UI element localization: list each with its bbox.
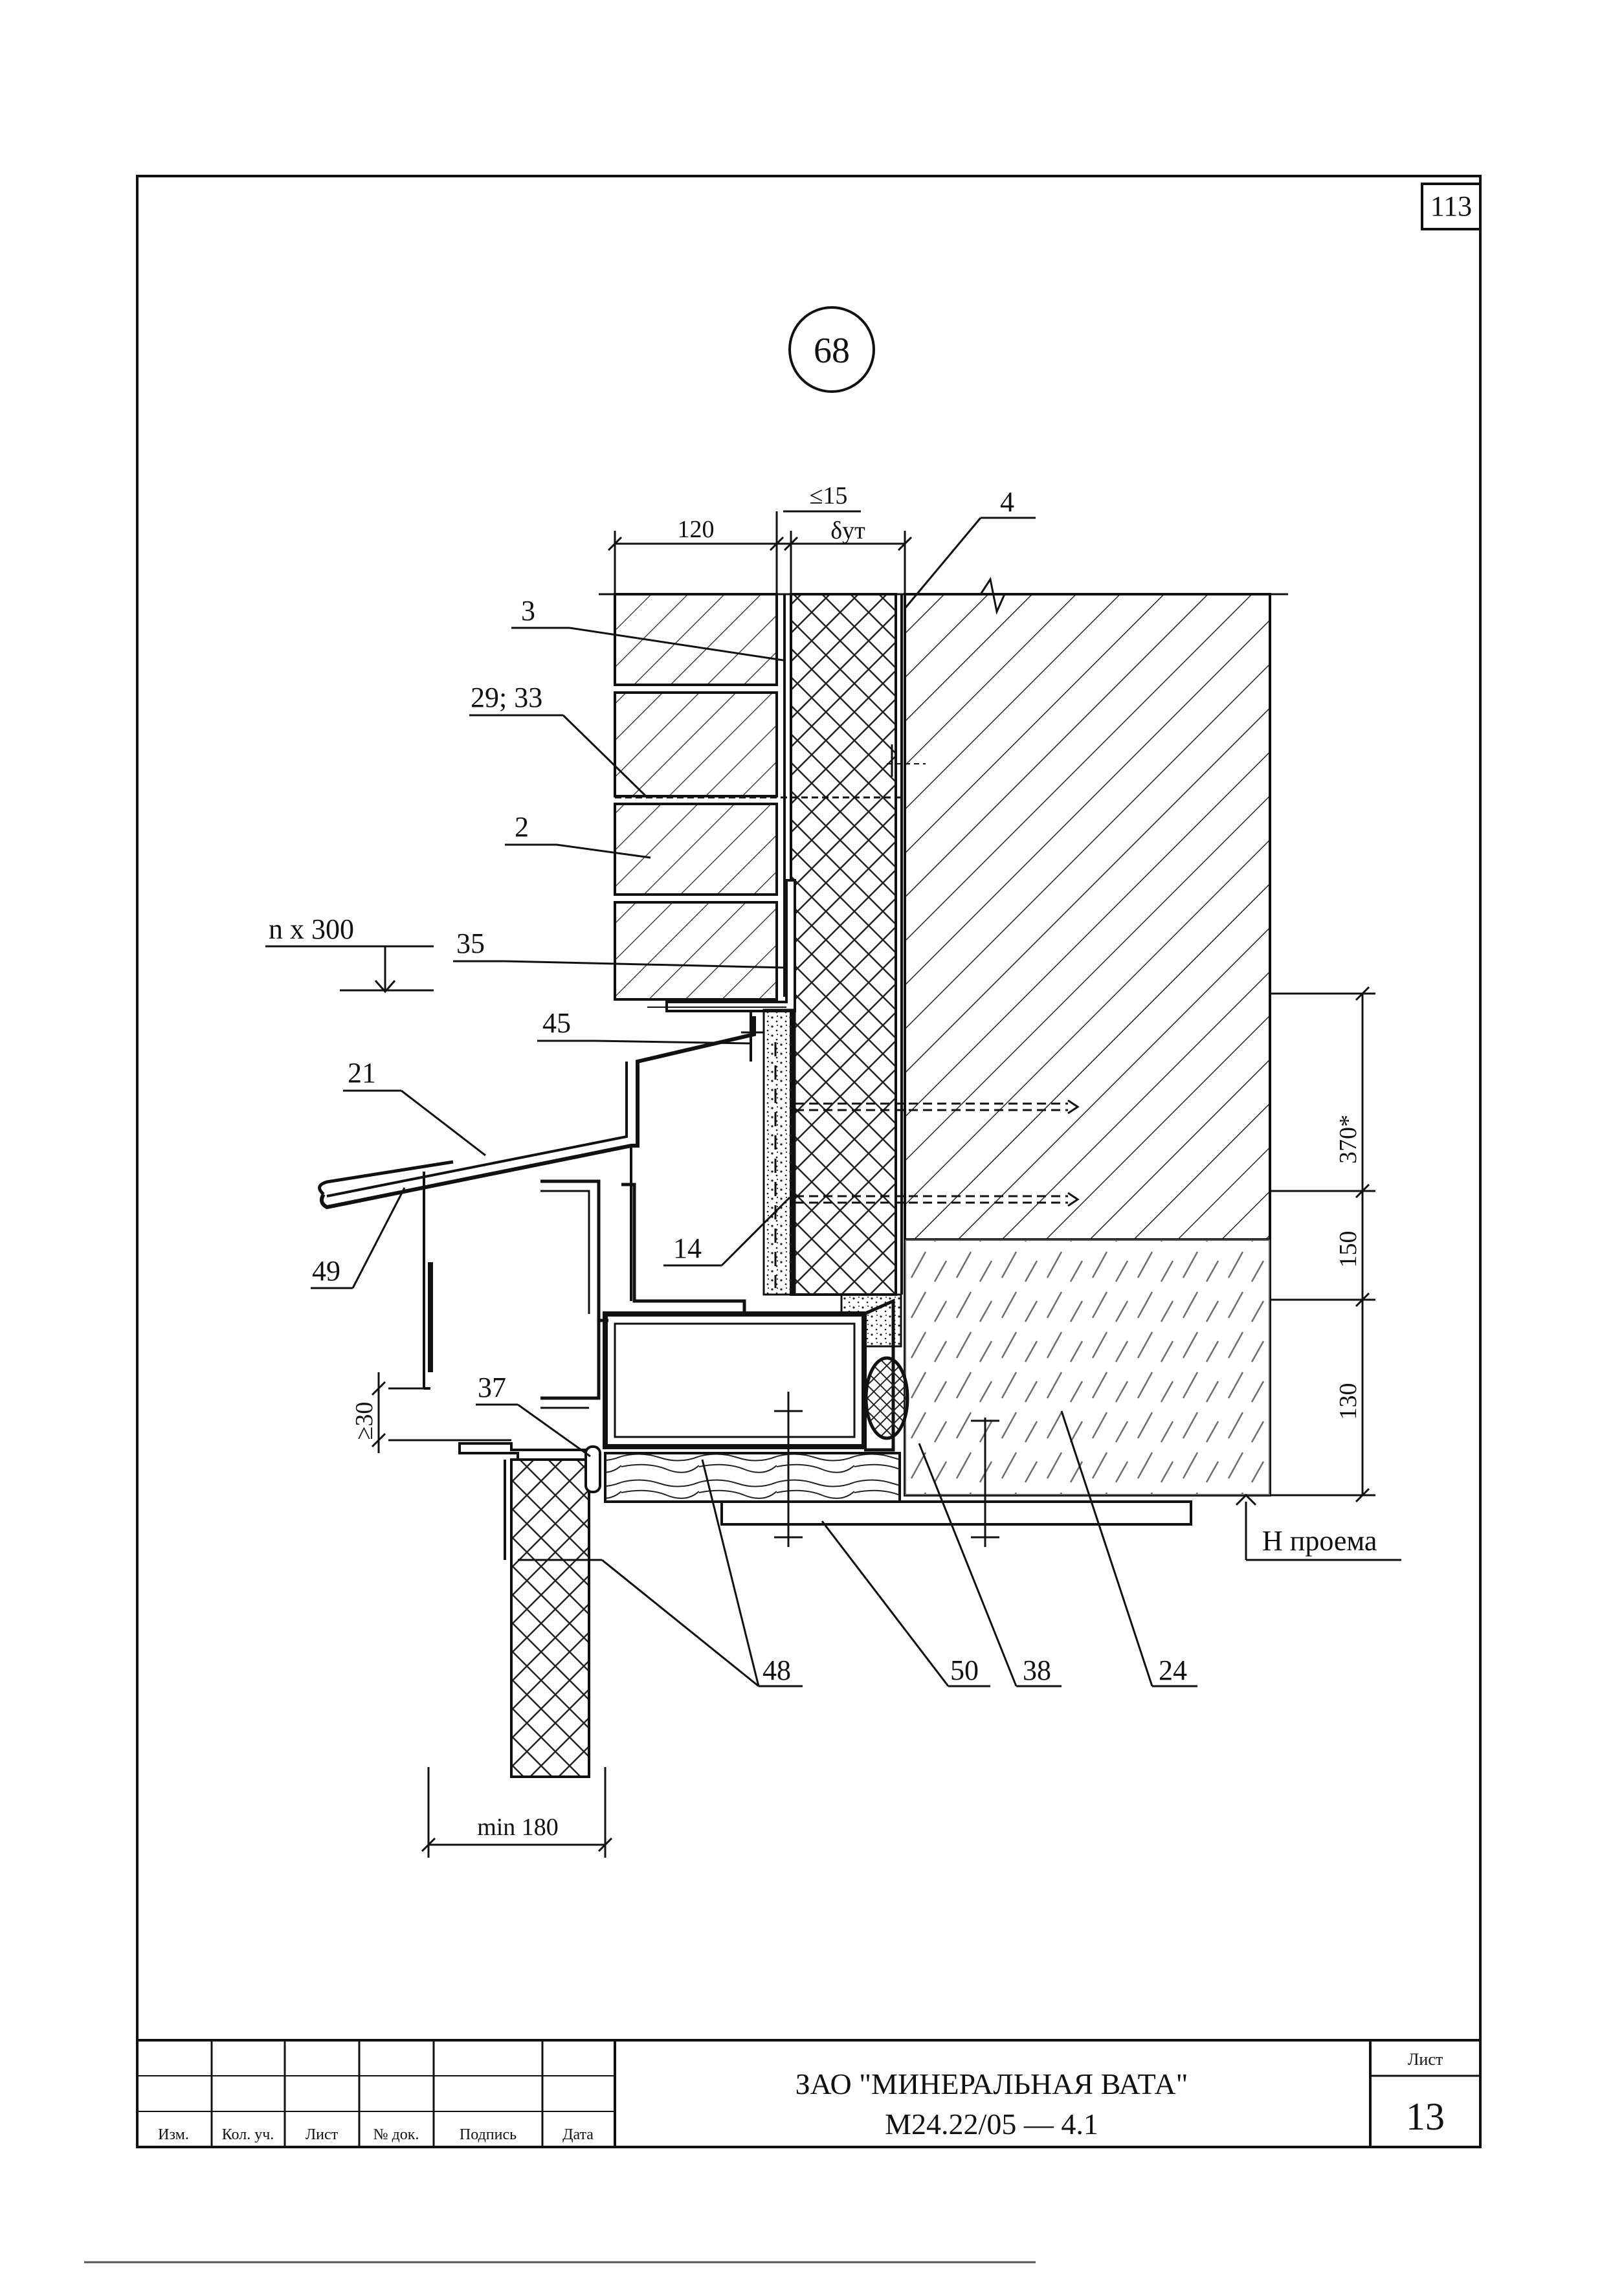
bearing-wall xyxy=(904,593,1271,1241)
drawing-frame xyxy=(136,175,1482,2148)
dim-15: ≤15 xyxy=(810,482,848,509)
anchor-dowels xyxy=(795,1099,1080,1207)
opening-height-label: H проема xyxy=(1262,1525,1377,1557)
callout-38: 38 xyxy=(1023,1654,1051,1686)
col-izm: Изм. xyxy=(158,2126,189,2143)
clip-37 xyxy=(584,1445,601,1493)
detail-marker: 68 xyxy=(788,306,875,393)
col-date: Дата xyxy=(562,2126,594,2143)
callout-21: 21 xyxy=(348,1057,376,1089)
callout-24: 24 xyxy=(1159,1654,1187,1686)
sill-flashing xyxy=(318,1010,764,1210)
support-angle xyxy=(665,879,796,1012)
callout-3: 3 xyxy=(521,595,535,627)
callout-48: 48 xyxy=(762,1654,791,1686)
callout-45: 45 xyxy=(542,1007,571,1039)
document-code: М24.22/05 — 4.1 xyxy=(885,2108,1098,2141)
company-name: ЗАО "МИНЕРАЛЬНАЯ ВАТА" xyxy=(795,2067,1188,2100)
dim-120: 120 xyxy=(678,516,715,543)
col-kol: Кол. уч. xyxy=(222,2126,274,2143)
sheet-label: Лист xyxy=(1408,2050,1443,2069)
title-block-texts: Изм. Кол. уч. Лист № док. Подпись Дата З… xyxy=(158,2050,1445,2143)
lintel-block xyxy=(904,1238,1271,1497)
dim-n300: n x 300 xyxy=(269,913,354,945)
detail-number: 68 xyxy=(814,331,850,371)
callout-4: 4 xyxy=(1000,486,1014,518)
callout-37: 37 xyxy=(478,1372,506,1403)
lower-panel xyxy=(510,1458,590,1778)
insulation-layer xyxy=(790,593,897,1296)
window-frame xyxy=(603,1298,895,1541)
callout-29-33: 29; 33 xyxy=(471,682,542,713)
wall-section xyxy=(318,577,1288,1778)
callout-14: 14 xyxy=(673,1232,702,1264)
col-sign: Подпись xyxy=(460,2126,517,2143)
page-number: 113 xyxy=(1430,190,1472,222)
col-doc: № док. xyxy=(373,2126,419,2143)
callout-35: 35 xyxy=(456,928,485,959)
title-block xyxy=(137,2039,1480,2147)
dimension-texts: 120 ≤15 δут n x 300 370* 150 130 ≥30 min… xyxy=(269,482,1377,1841)
page-number-box: 113 xyxy=(1421,183,1482,230)
callout-2: 2 xyxy=(515,811,529,843)
dim-370: 370* xyxy=(1335,1115,1362,1164)
callout-labels: 3 4 29; 33 2 35 45 21 14 49 37 48 50 38 … xyxy=(312,486,1187,1686)
dim-130: 130 xyxy=(1335,1383,1362,1420)
callout-leaders xyxy=(311,627,1197,1687)
dimension-lines xyxy=(265,510,1401,1858)
dim-min180: min 180 xyxy=(477,1814,559,1841)
plate-50 xyxy=(720,1500,1192,1526)
sheet-number: 13 xyxy=(1406,2095,1445,2138)
callout-50: 50 xyxy=(950,1654,979,1686)
timber-sill xyxy=(604,1452,901,1503)
col-list: Лист xyxy=(306,2126,339,2143)
dim-30: ≥30 xyxy=(351,1402,378,1440)
dim-insulation: δут xyxy=(830,517,865,544)
sealing-cord xyxy=(864,1356,909,1440)
dim-150: 150 xyxy=(1335,1231,1362,1268)
callout-49: 49 xyxy=(312,1255,340,1287)
